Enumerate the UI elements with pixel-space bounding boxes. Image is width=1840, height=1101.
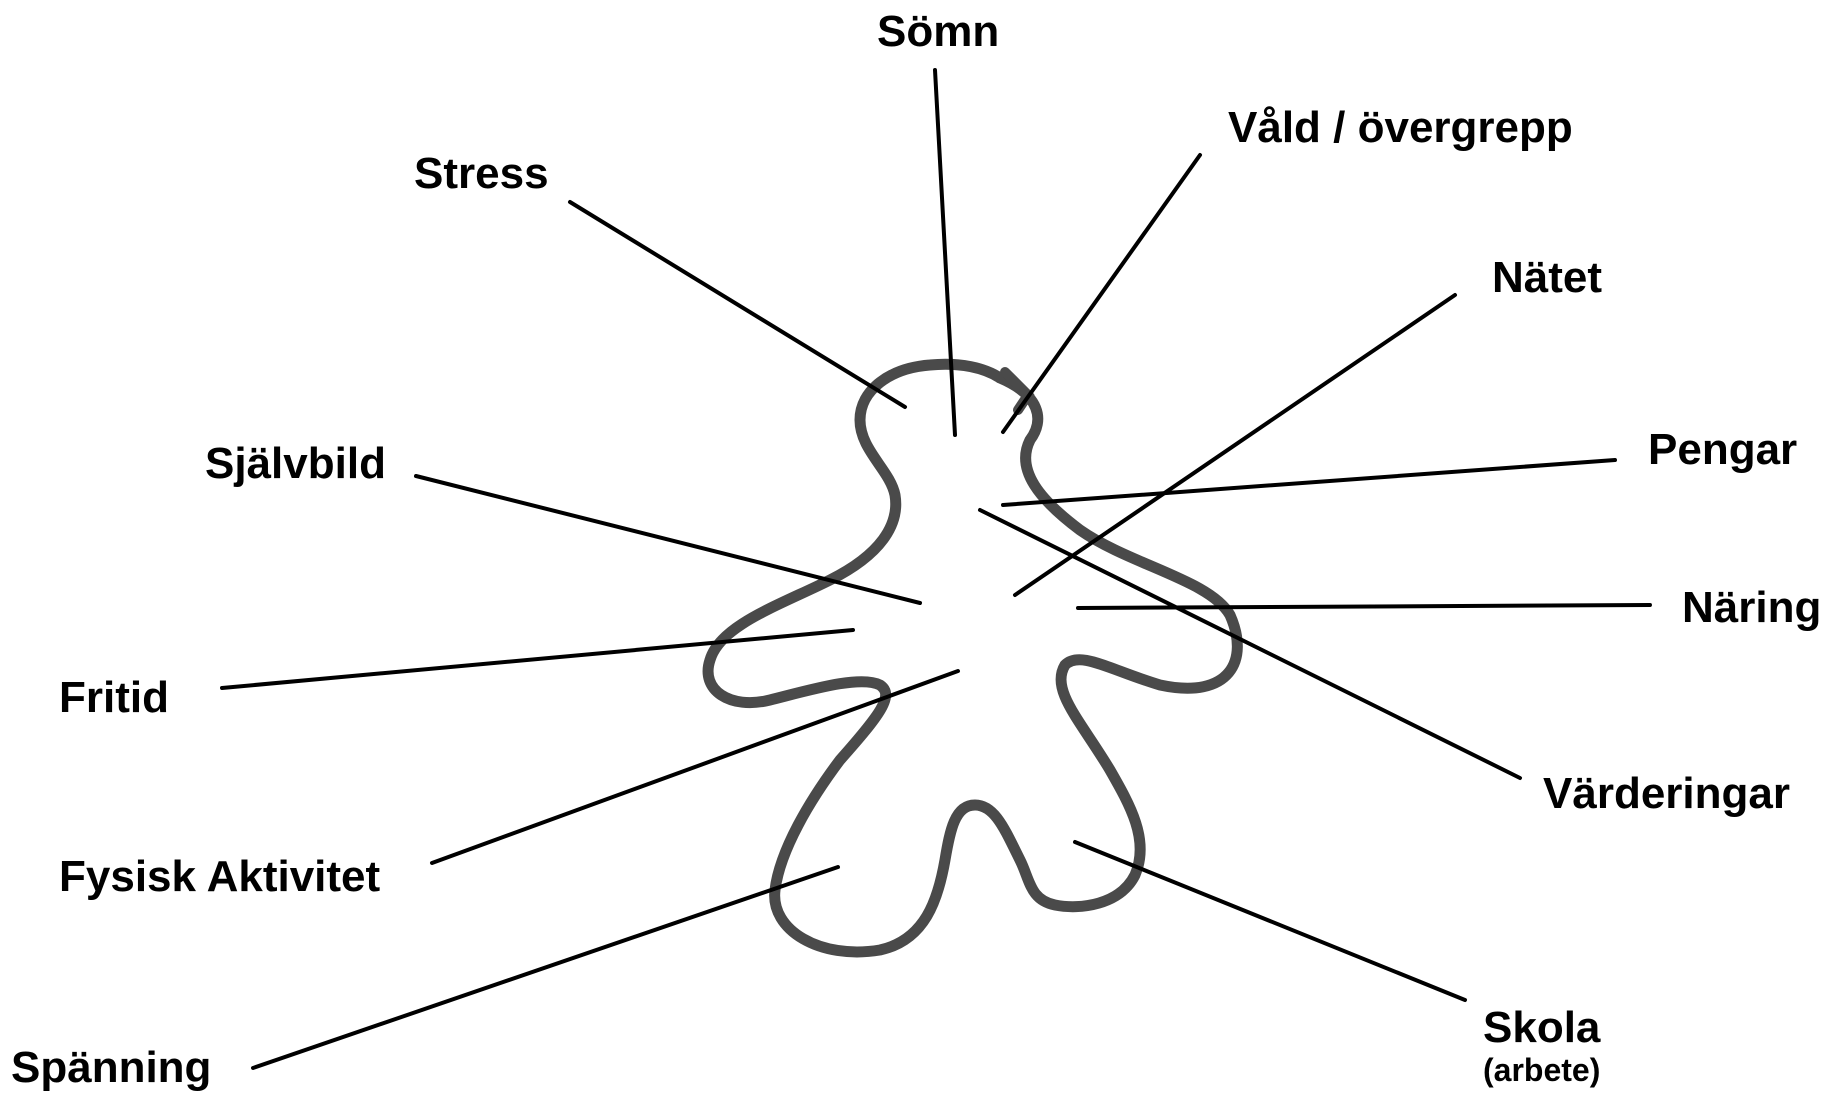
label-fysisk: Fysisk Aktivitet bbox=[59, 855, 380, 899]
label-skola: Skola (arbete) bbox=[1483, 1006, 1600, 1086]
label-varderingar: Värderingar bbox=[1543, 772, 1790, 816]
line-naring bbox=[1078, 605, 1650, 608]
label-somn: Sömn bbox=[877, 10, 999, 54]
label-sjalvbild: Självbild bbox=[205, 442, 386, 486]
line-natet bbox=[1015, 295, 1455, 595]
line-fysisk bbox=[432, 671, 958, 863]
label-natet: Nätet bbox=[1492, 256, 1602, 300]
line-stress bbox=[570, 202, 905, 407]
line-somn bbox=[935, 70, 955, 435]
label-stress: Stress bbox=[414, 152, 549, 196]
label-naring: Näring bbox=[1682, 586, 1821, 630]
line-varderingar bbox=[980, 510, 1520, 778]
figure-outline bbox=[708, 364, 1237, 952]
label-pengar: Pengar bbox=[1648, 428, 1797, 472]
line-sjalvbild bbox=[416, 476, 920, 603]
line-vald bbox=[1003, 155, 1200, 432]
label-vald: Våld / övergrepp bbox=[1228, 106, 1573, 150]
line-skola bbox=[1075, 842, 1465, 1000]
line-pengar bbox=[1003, 460, 1615, 505]
label-fritid: Fritid bbox=[59, 676, 169, 720]
line-fritid bbox=[222, 630, 853, 688]
label-skola-sub: (arbete) bbox=[1483, 1054, 1600, 1086]
label-skola-main: Skola bbox=[1483, 1003, 1600, 1052]
label-spanning: Spänning bbox=[11, 1046, 211, 1090]
